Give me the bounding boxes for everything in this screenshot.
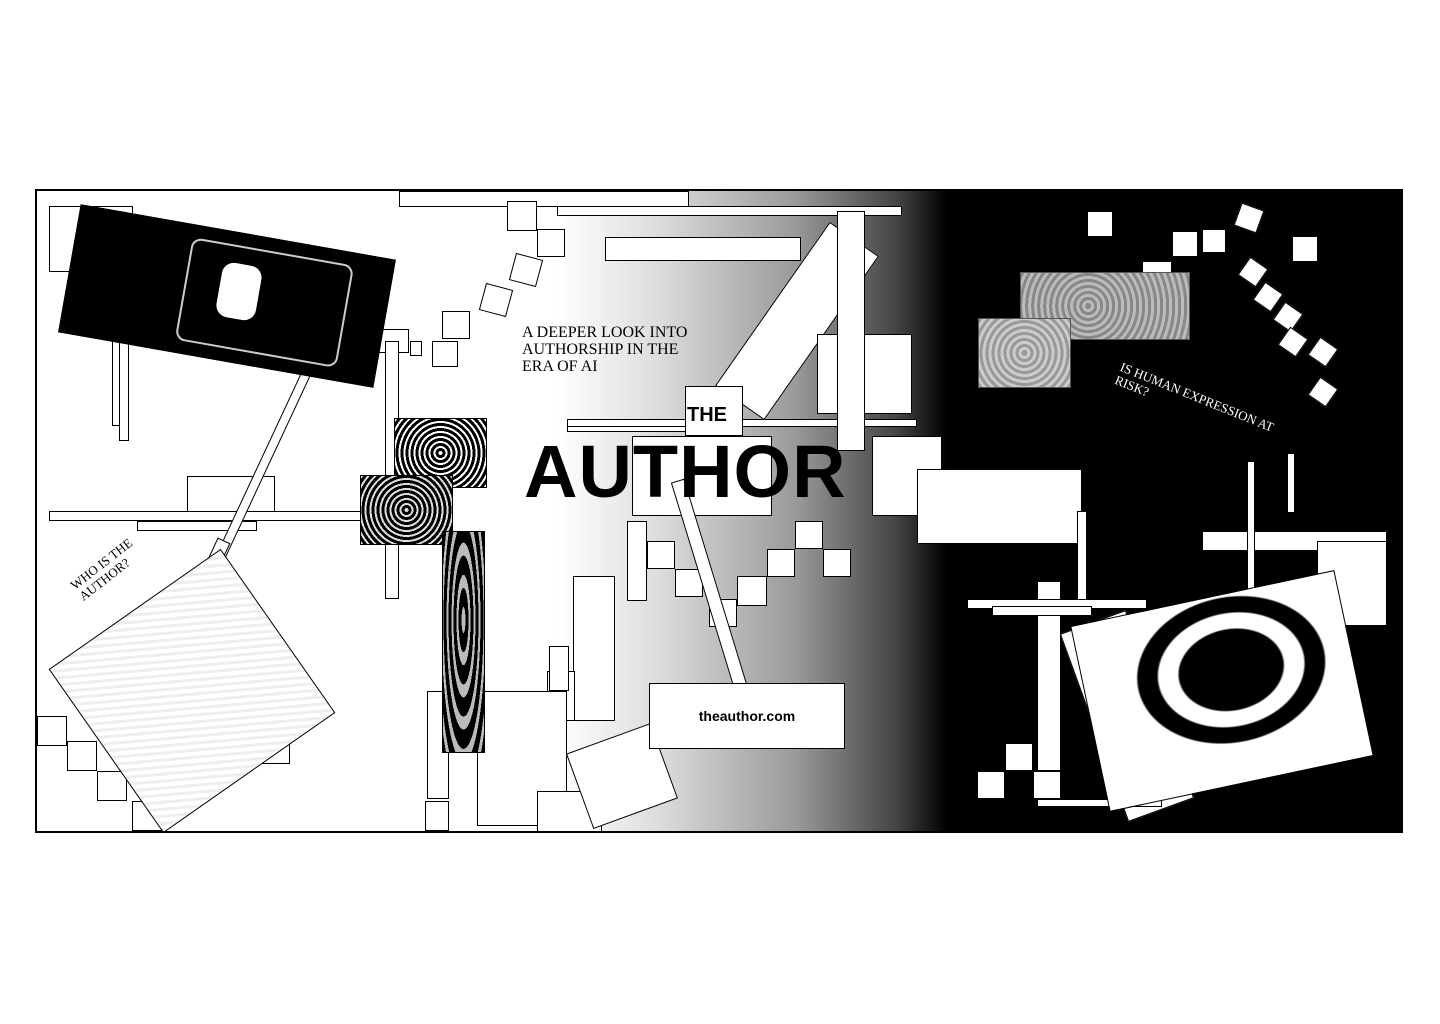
collage-rect [837,211,865,451]
collage-rect [632,436,772,516]
tagline: A DEEPER LOOK INTO AUTHORSHIP IN THE ERA… [522,324,688,375]
collage-rect [992,606,1092,616]
collage-rect [1033,771,1061,799]
collage-rect [1037,799,1162,807]
fingerprint-strip-image [442,531,485,753]
collage-rect [573,576,615,721]
collage-rect [425,801,449,831]
collage-rect [1202,229,1226,253]
collage-rect [647,541,675,569]
poster: A DEEPER LOOK INTO AUTHORSHIP IN THE ERA… [35,189,1403,833]
website-link[interactable]: theauthor.com [649,683,845,749]
collage-rect [1061,743,1089,771]
collage-rect [37,716,67,746]
collage-rect [1292,236,1318,262]
collage-rect [557,206,902,216]
collage-rect [410,341,422,356]
collage-rect [1172,231,1198,257]
collage-rect [767,549,795,577]
collage-rect [478,282,514,318]
circuit-image-2 [978,318,1071,388]
collage-rect [549,646,569,691]
collage-rect [442,311,470,339]
collage-rect [977,771,1005,799]
collage-rect [67,741,97,771]
collage-rect [1005,743,1033,771]
collage-rect [1077,511,1087,601]
title-the: THE [687,404,727,426]
collage-rect [917,469,1082,544]
collage-rect [507,201,537,231]
collage-rect [795,521,823,549]
collage-rect [1287,453,1295,513]
collage-rect [187,476,275,512]
title-author: AUTHOR [524,430,847,513]
fingerprint-chip-image-2 [360,475,453,545]
collage-rect [823,549,851,577]
collage-rect [432,341,458,367]
collage-rect [605,237,801,261]
collage-rect [1087,211,1113,237]
collage-rect [137,521,257,531]
laptop-mask-image [58,204,396,388]
collage-rect [508,252,544,288]
question-left: WHO IS THE AUTHOR? [67,535,136,604]
collage-rect [97,771,127,801]
collage-rect [537,229,565,257]
collage-rect [627,521,647,601]
collage-rect [399,191,689,207]
collage-rect [737,576,767,606]
website-url[interactable]: theauthor.com [698,708,796,724]
